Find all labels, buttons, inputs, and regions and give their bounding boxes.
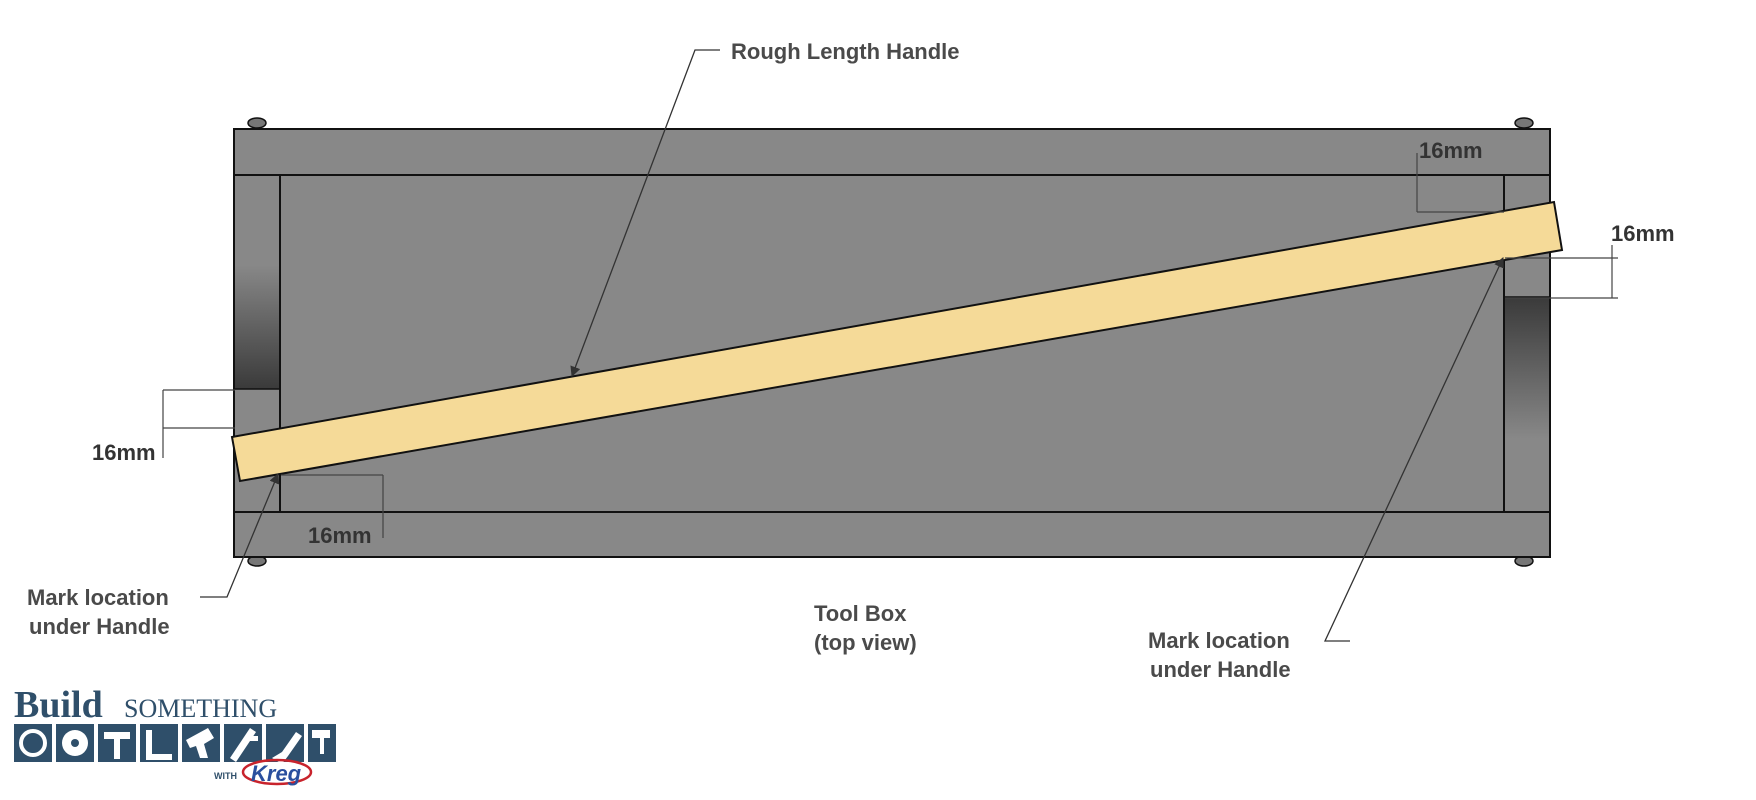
mark-location-right-line2: under Handle [1150, 657, 1291, 682]
drill-icon [186, 728, 214, 758]
dimension-right-outer: 16mm [1611, 221, 1675, 246]
logo-tool-icons [14, 724, 336, 764]
logo-with-text: WITH [214, 771, 237, 781]
square-icon [146, 730, 172, 760]
logo-build-text: Build [14, 684, 103, 726]
hammer-icon [104, 732, 130, 759]
mark-location-left-line2: under Handle [29, 614, 170, 639]
kreg-logo-text: Kreg [251, 761, 302, 786]
dimension-left-outer: 16mm [92, 440, 156, 465]
buildsomething-kreg-logo: Build SOMETHING WITH Kreg [14, 684, 336, 786]
paint-roller-icon [312, 730, 330, 754]
logo-something-text: SOMETHING [124, 694, 277, 723]
right-handle-slot [1505, 297, 1549, 439]
dimension-lines [162, 153, 1618, 538]
mark-right-leader [1323, 257, 1504, 642]
top-board [233, 128, 1551, 176]
leader-lines [200, 49, 1504, 642]
diagram-caption-line2: (top view) [814, 630, 917, 655]
mark-location-left-line1: Mark location [27, 585, 169, 610]
rough-handle-leader [570, 49, 720, 377]
mark-left-leader [200, 473, 280, 598]
rough-length-handle-board [230, 200, 1564, 483]
clamp-icon [230, 728, 258, 762]
dimension-top-inner: 16mm [1419, 138, 1483, 163]
diagram-caption-line1: Tool Box [814, 601, 907, 626]
left-handle-slot [235, 265, 279, 389]
bottom-board [233, 511, 1551, 558]
dimension-bottom-inner: 16mm [308, 523, 372, 548]
mark-location-right-line1: Mark location [1148, 628, 1290, 653]
rough-length-handle-label: Rough Length Handle [731, 39, 960, 64]
screw-heads [247, 117, 1534, 567]
paint-brush-icon [272, 732, 302, 764]
sander-icon [19, 729, 47, 757]
